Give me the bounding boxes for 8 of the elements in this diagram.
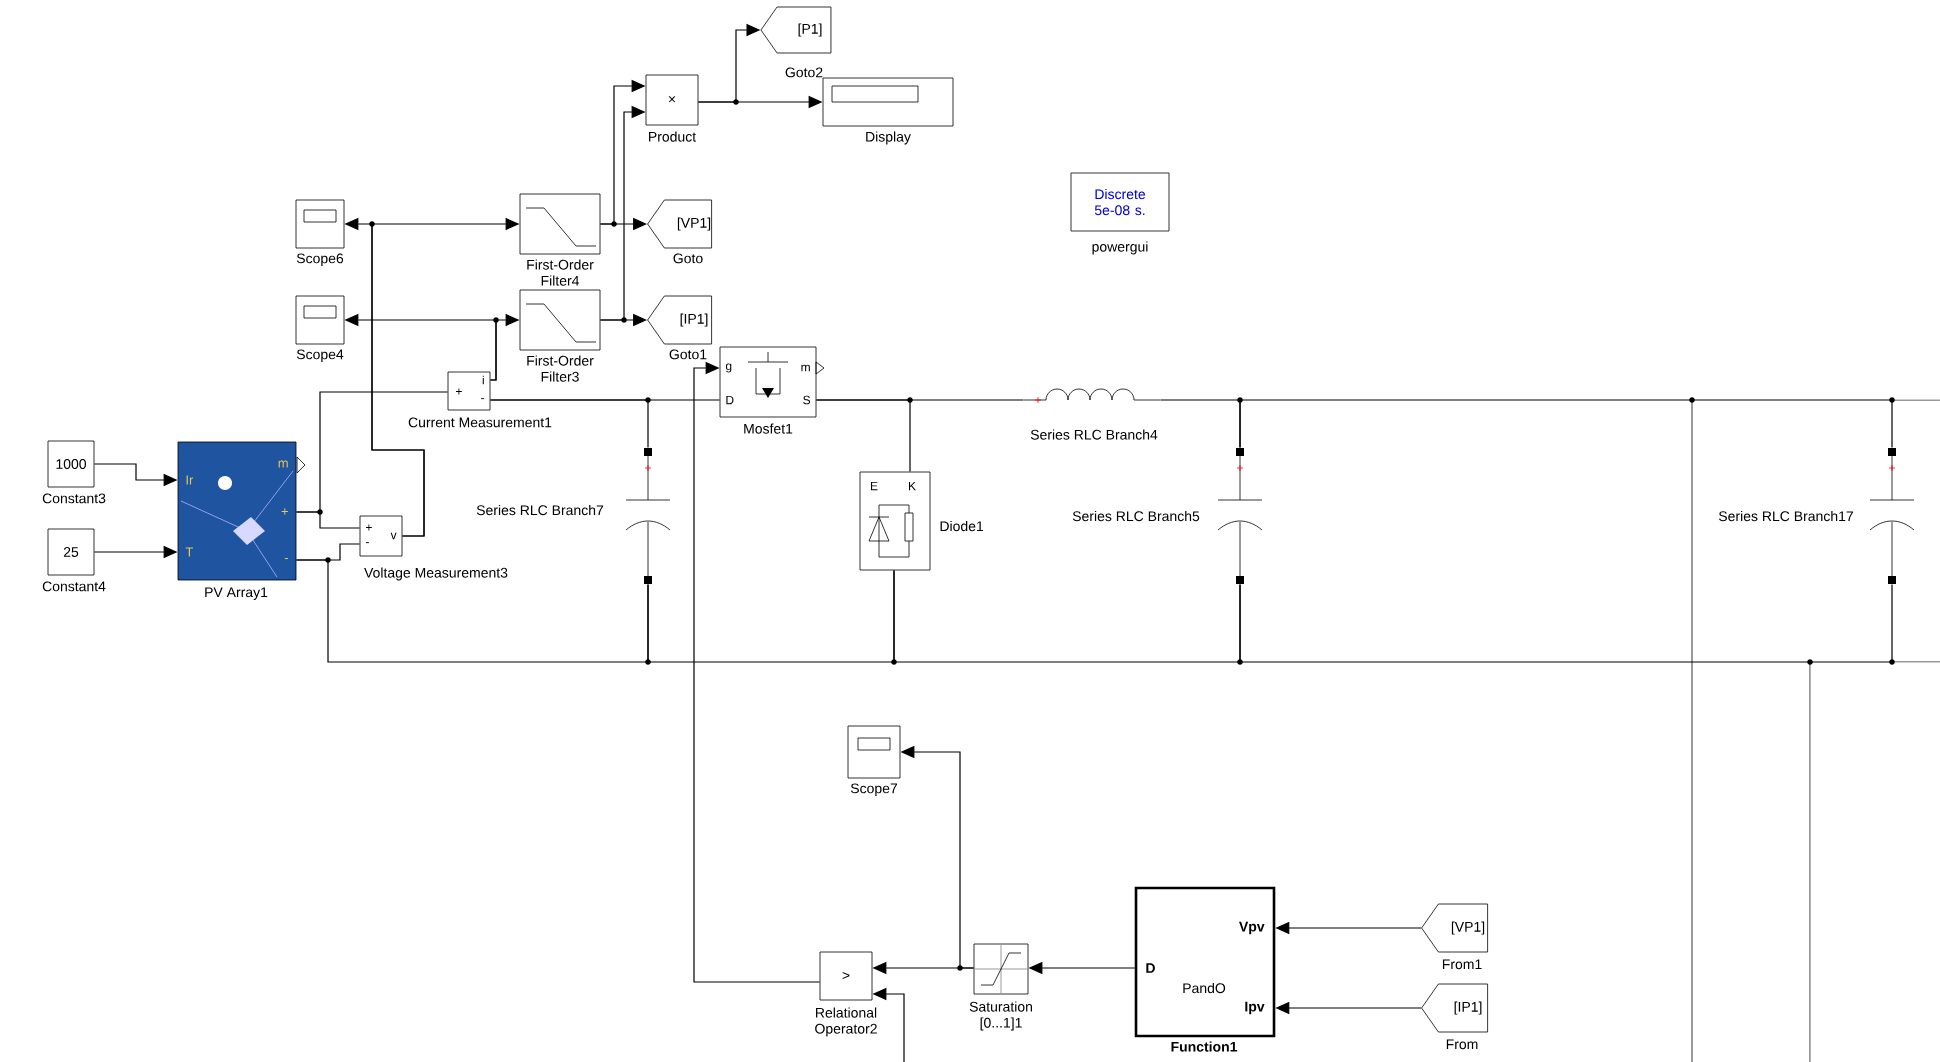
wire: [295, 511, 361, 529]
wire: [815, 399, 911, 473]
wire: [489, 399, 649, 449]
wire: [893, 569, 1241, 663]
wire: [1239, 583, 1893, 663]
signal-arrow: [693, 361, 821, 983]
wire: [1239, 399, 1893, 449]
wire: [295, 559, 649, 663]
